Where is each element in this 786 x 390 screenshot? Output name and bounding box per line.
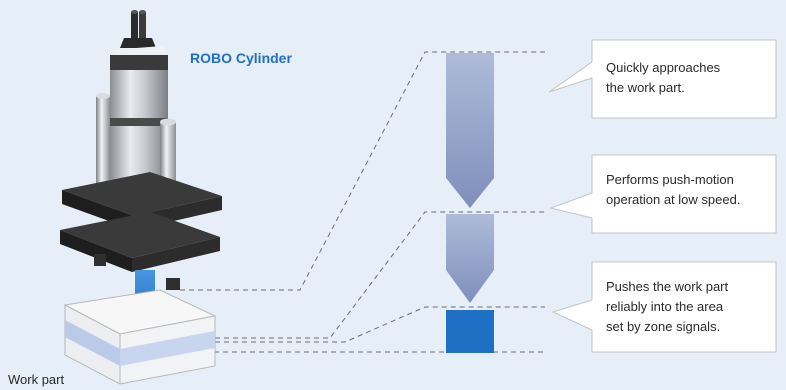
leader-line-middle [215,211,545,339]
callout-box-1 [548,39,777,119]
callout-line: set by zone signals. [606,319,721,334]
callout-box-2 [549,154,777,234]
work-part-label: Work part [8,372,65,387]
callout-text-push: Performs push-motion operation at low sp… [606,170,740,210]
callout-line: the work part. [606,80,685,95]
robo-cylinder-label: ROBO Cylinder [190,50,292,66]
callout-box-3 [551,261,777,353]
approach-arrow [446,53,494,208]
zone-block [446,310,494,353]
robo-cylinder-illustration [60,10,222,324]
work-part-block [63,289,217,385]
callout-line: Quickly approaches [606,60,721,75]
callout-line: Performs push-motion [606,172,734,187]
callout-text-zone: Pushes the work part reliably into the a… [606,277,728,337]
callout-text-approach: Quickly approaches the work part. [606,58,720,98]
leader-line-top [180,51,545,291]
leader-line-zone-top [215,306,545,343]
callout-line: reliably into the area [606,299,724,314]
callout-line: operation at low speed. [606,192,741,207]
callout-line: Pushes the work part [606,279,729,294]
push-arrow [446,214,494,303]
